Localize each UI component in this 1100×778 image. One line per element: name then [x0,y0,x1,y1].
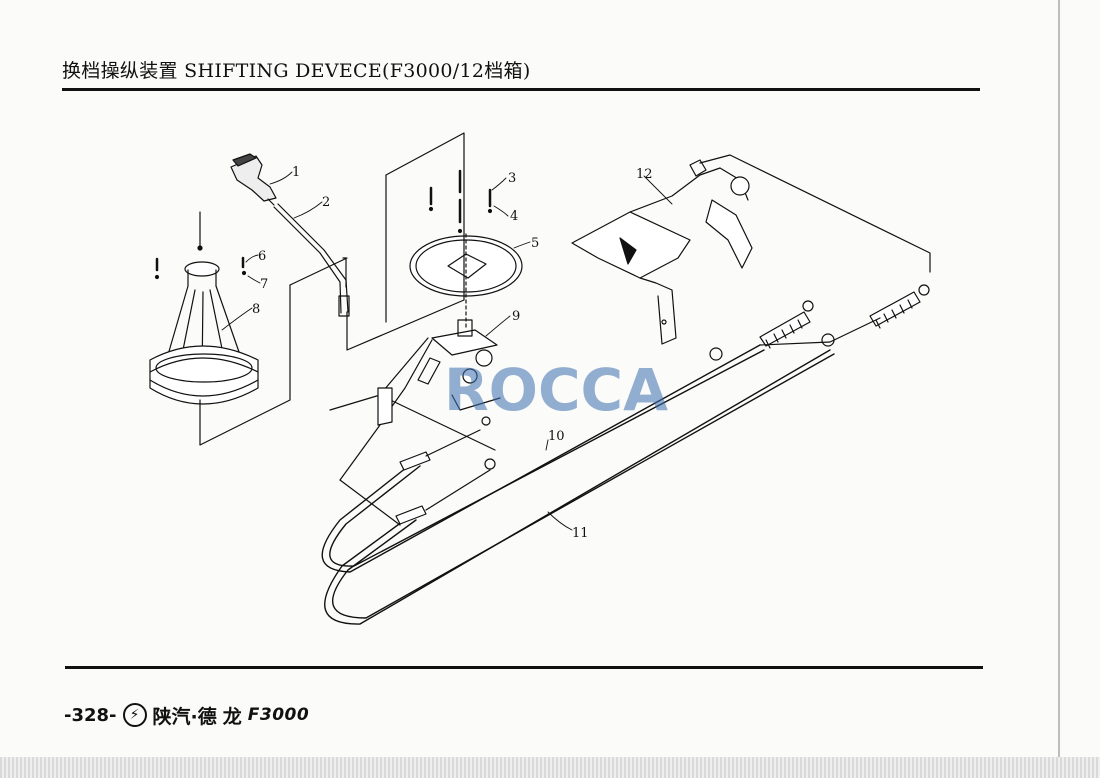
part-label-11: 11 [572,526,589,541]
brand-logo-icon: ⚡ [122,703,147,727]
brand-glyph: 龙 [222,705,242,728]
part-label-9: 9 [512,309,520,324]
part-label-10: 10 [548,429,565,444]
part-label-5: 5 [531,236,539,251]
page-number: -328- [64,704,117,726]
part-label-6: 6 [258,249,266,264]
screws-6-7 [154,256,247,280]
part-label-7: 7 [260,277,268,292]
part-callouts: 1 2 3 4 5 6 7 8 9 10 11 12 [252,165,653,541]
part-label-3: 3 [508,171,516,186]
part-label-2: 2 [322,195,330,210]
shift-boot [149,211,259,405]
transmission-bracket [571,159,753,345]
shifter-mechanism [377,319,501,470]
bolts-3-4 [428,169,493,234]
part-label-12: 12 [636,167,653,182]
cable-end-fittings [709,284,930,361]
page-title: 换档操纵装置 SHIFTING DEVECE(F3000/12档箱) [62,60,531,82]
shift-cables [321,317,881,625]
watermark-text: ROCCA [444,356,668,424]
shift-lever [273,203,350,317]
assembly-guide-lines [199,132,931,526]
page-edge-shadow [1058,0,1060,778]
leader-lines [221,171,673,531]
part-label-8: 8 [252,302,260,317]
scan-edge-strip [0,757,1100,778]
brand-name: 陕汽·德 [152,705,217,728]
part-label-4: 4 [510,209,518,224]
shift-knob [230,153,277,206]
watermark: ROCCA [444,356,668,424]
model-name: F3000 [247,705,310,725]
page-footer: -328- ⚡ 陕汽·德 龙 F3000 [64,700,309,730]
mounting-plate [409,233,523,331]
part-label-1: 1 [292,165,300,180]
footer-rule [65,666,983,669]
header-rule [62,88,980,91]
